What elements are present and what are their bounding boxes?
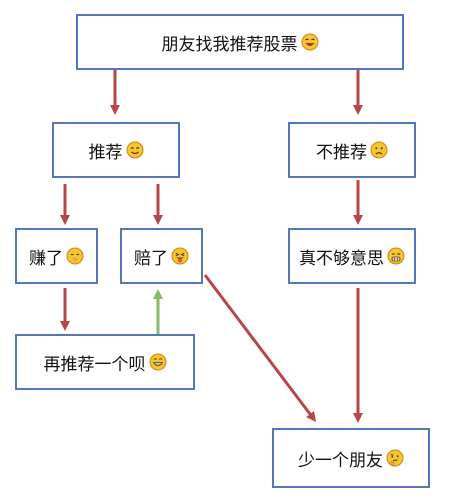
node-lose-friend-label: 少一个朋友: [298, 450, 383, 471]
node-sorry-label: 真不够意思: [299, 248, 384, 269]
node-root: 朋友找我推荐股票: [76, 14, 404, 70]
node-not-recommend: 不推荐: [288, 122, 416, 178]
node-sorry: 真不够意思: [288, 228, 416, 284]
smiling-face-icon: [126, 141, 144, 159]
node-recommend-label: 推荐: [88, 142, 123, 163]
node-root-label: 朋友找我推荐股票: [161, 34, 298, 55]
node-again: 再推荐一个呗: [15, 334, 195, 390]
shushing-face-icon: [66, 247, 84, 265]
grimacing-face-icon: [387, 247, 405, 265]
grinning-face-icon: [149, 353, 167, 371]
node-earn-label: 赚了: [29, 248, 63, 269]
laughing-face-icon: [301, 33, 319, 51]
node-again-label: 再推荐一个呗: [43, 354, 146, 375]
node-earn: 赚了: [15, 228, 98, 284]
frowning-face-icon: [370, 141, 388, 159]
node-recommend: 推荐: [52, 122, 180, 178]
node-lose-friend: 少一个朋友: [272, 428, 430, 488]
node-lose-label: 赔了: [134, 248, 168, 269]
node-lose: 赔了: [120, 228, 203, 284]
node-not-recommend-label: 不推荐: [316, 142, 367, 163]
arrow-lose-to-lose-friend: [203, 274, 317, 422]
tongue-out-face-icon: [171, 247, 189, 265]
thinking-face-icon: [386, 449, 404, 467]
